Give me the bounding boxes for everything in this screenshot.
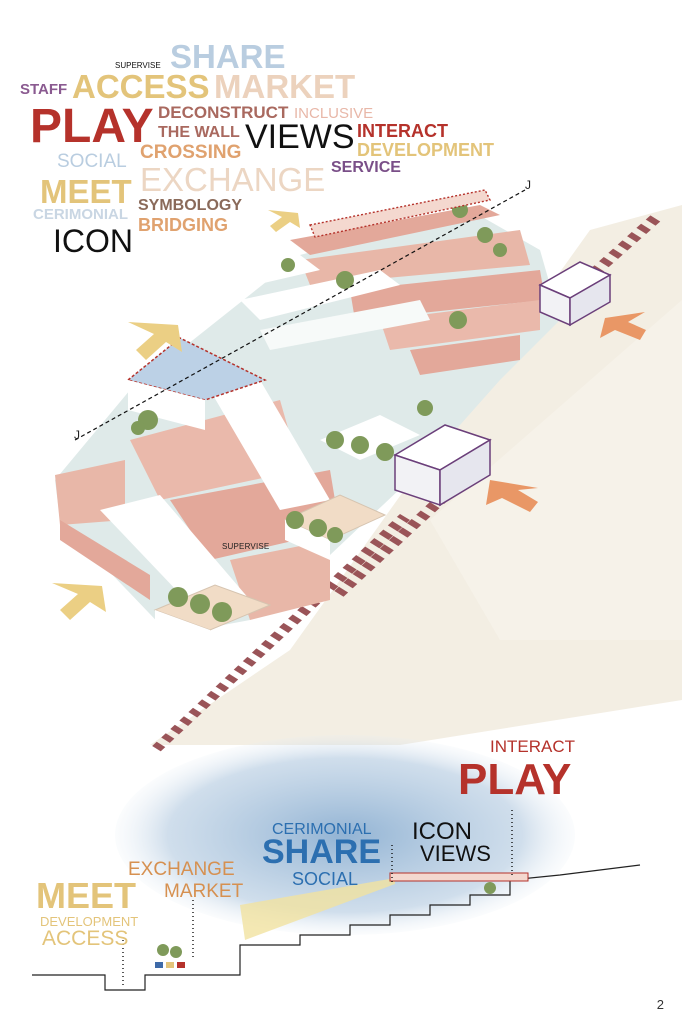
section-social: SOCIAL xyxy=(292,869,359,889)
planter-mid-front xyxy=(285,520,330,560)
word-interact: INTERACT xyxy=(357,121,448,141)
section-stall-blue xyxy=(155,962,163,968)
palm-tree-group xyxy=(131,202,507,622)
section-stall-red xyxy=(177,962,185,968)
word-social: SOCIAL xyxy=(57,151,127,172)
section-line xyxy=(74,189,526,441)
word-symbology: SYMBOLOGY xyxy=(138,197,243,214)
section-exchange: EXCHANGE xyxy=(128,859,235,880)
word-bridging: BRIDGING xyxy=(138,215,228,235)
word-cerimonial: CERIMONIAL xyxy=(33,206,128,223)
wall-a xyxy=(300,230,530,285)
ground-plane-right xyxy=(430,300,682,640)
section-canopy xyxy=(389,872,529,882)
entry-arrow-yellow-low xyxy=(52,583,106,620)
section-play: PLAY xyxy=(458,755,572,804)
word-share: SHARE xyxy=(170,38,286,75)
planter-lower xyxy=(153,584,272,631)
page-number: 2 xyxy=(656,997,664,1012)
ramp-3 xyxy=(210,380,330,510)
plan-label-supervise: SUPERVISE xyxy=(222,542,270,551)
word-supervise: SUPERVISE xyxy=(115,61,161,70)
word-development: DEVELOPMENT xyxy=(357,140,495,160)
ramp-5 xyxy=(260,300,430,350)
section-sunlight xyxy=(240,878,395,940)
section-cerimonial: CERIMONIAL xyxy=(272,821,372,838)
word-the-wall: THE WALL xyxy=(158,124,240,141)
section-mark-bottom: J xyxy=(74,428,81,442)
box-east-side xyxy=(569,273,611,327)
section-ground-line xyxy=(32,864,641,991)
section-mark-top: J xyxy=(525,178,532,192)
entry-arrow-orange-south xyxy=(486,480,538,512)
word-access: ACCESS xyxy=(72,68,210,105)
section-development: DEVELOPMENT xyxy=(40,914,139,929)
word-deconstruct: DECONSTRUCT xyxy=(158,103,289,122)
section-views: VIEWS xyxy=(420,841,491,866)
word-meet: MEET xyxy=(40,173,132,210)
word-icon: ICON xyxy=(53,223,133,259)
word-play: PLAY xyxy=(30,100,154,153)
section-share: SHARE xyxy=(262,833,382,871)
planter-east xyxy=(320,415,420,460)
section-meet: MEET xyxy=(36,875,137,916)
word-exchange: EXCHANGE xyxy=(140,161,326,198)
entry-arrow-orange-east xyxy=(600,312,646,340)
entry-arrow-yellow-mid xyxy=(128,322,182,360)
section-icon: ICON xyxy=(412,818,472,845)
entry-arrow-yellow-top xyxy=(268,210,300,232)
platform-left-side xyxy=(128,380,205,430)
word-views: VIEWS xyxy=(245,118,355,156)
section-leader-lines xyxy=(122,810,513,985)
wall-d xyxy=(410,335,520,375)
upper-walkway xyxy=(309,189,492,238)
section-interact: INTERACT xyxy=(490,737,575,756)
word-market: MARKET xyxy=(214,68,356,105)
word-service: SERVICE xyxy=(331,159,401,176)
wall-left-low xyxy=(60,520,150,600)
word-inclusive: INCLUSIVE xyxy=(294,105,374,122)
word-staff: STAFF xyxy=(20,81,68,98)
crossing-stripe-lower xyxy=(150,514,410,752)
ramp-4 xyxy=(100,495,250,615)
crossing-stripe-mid xyxy=(330,474,470,600)
section-trees xyxy=(157,882,496,958)
word-crossing: CROSSING xyxy=(140,142,242,163)
planter-lower-front xyxy=(155,610,210,650)
section-sky xyxy=(115,735,575,935)
section-market: MARKET xyxy=(164,881,244,902)
wall-top xyxy=(290,205,500,255)
section-stall-yellow xyxy=(166,962,174,968)
ramp-2 xyxy=(240,270,400,320)
section-access: ACCESS xyxy=(42,927,129,950)
box-south-side xyxy=(439,438,491,507)
